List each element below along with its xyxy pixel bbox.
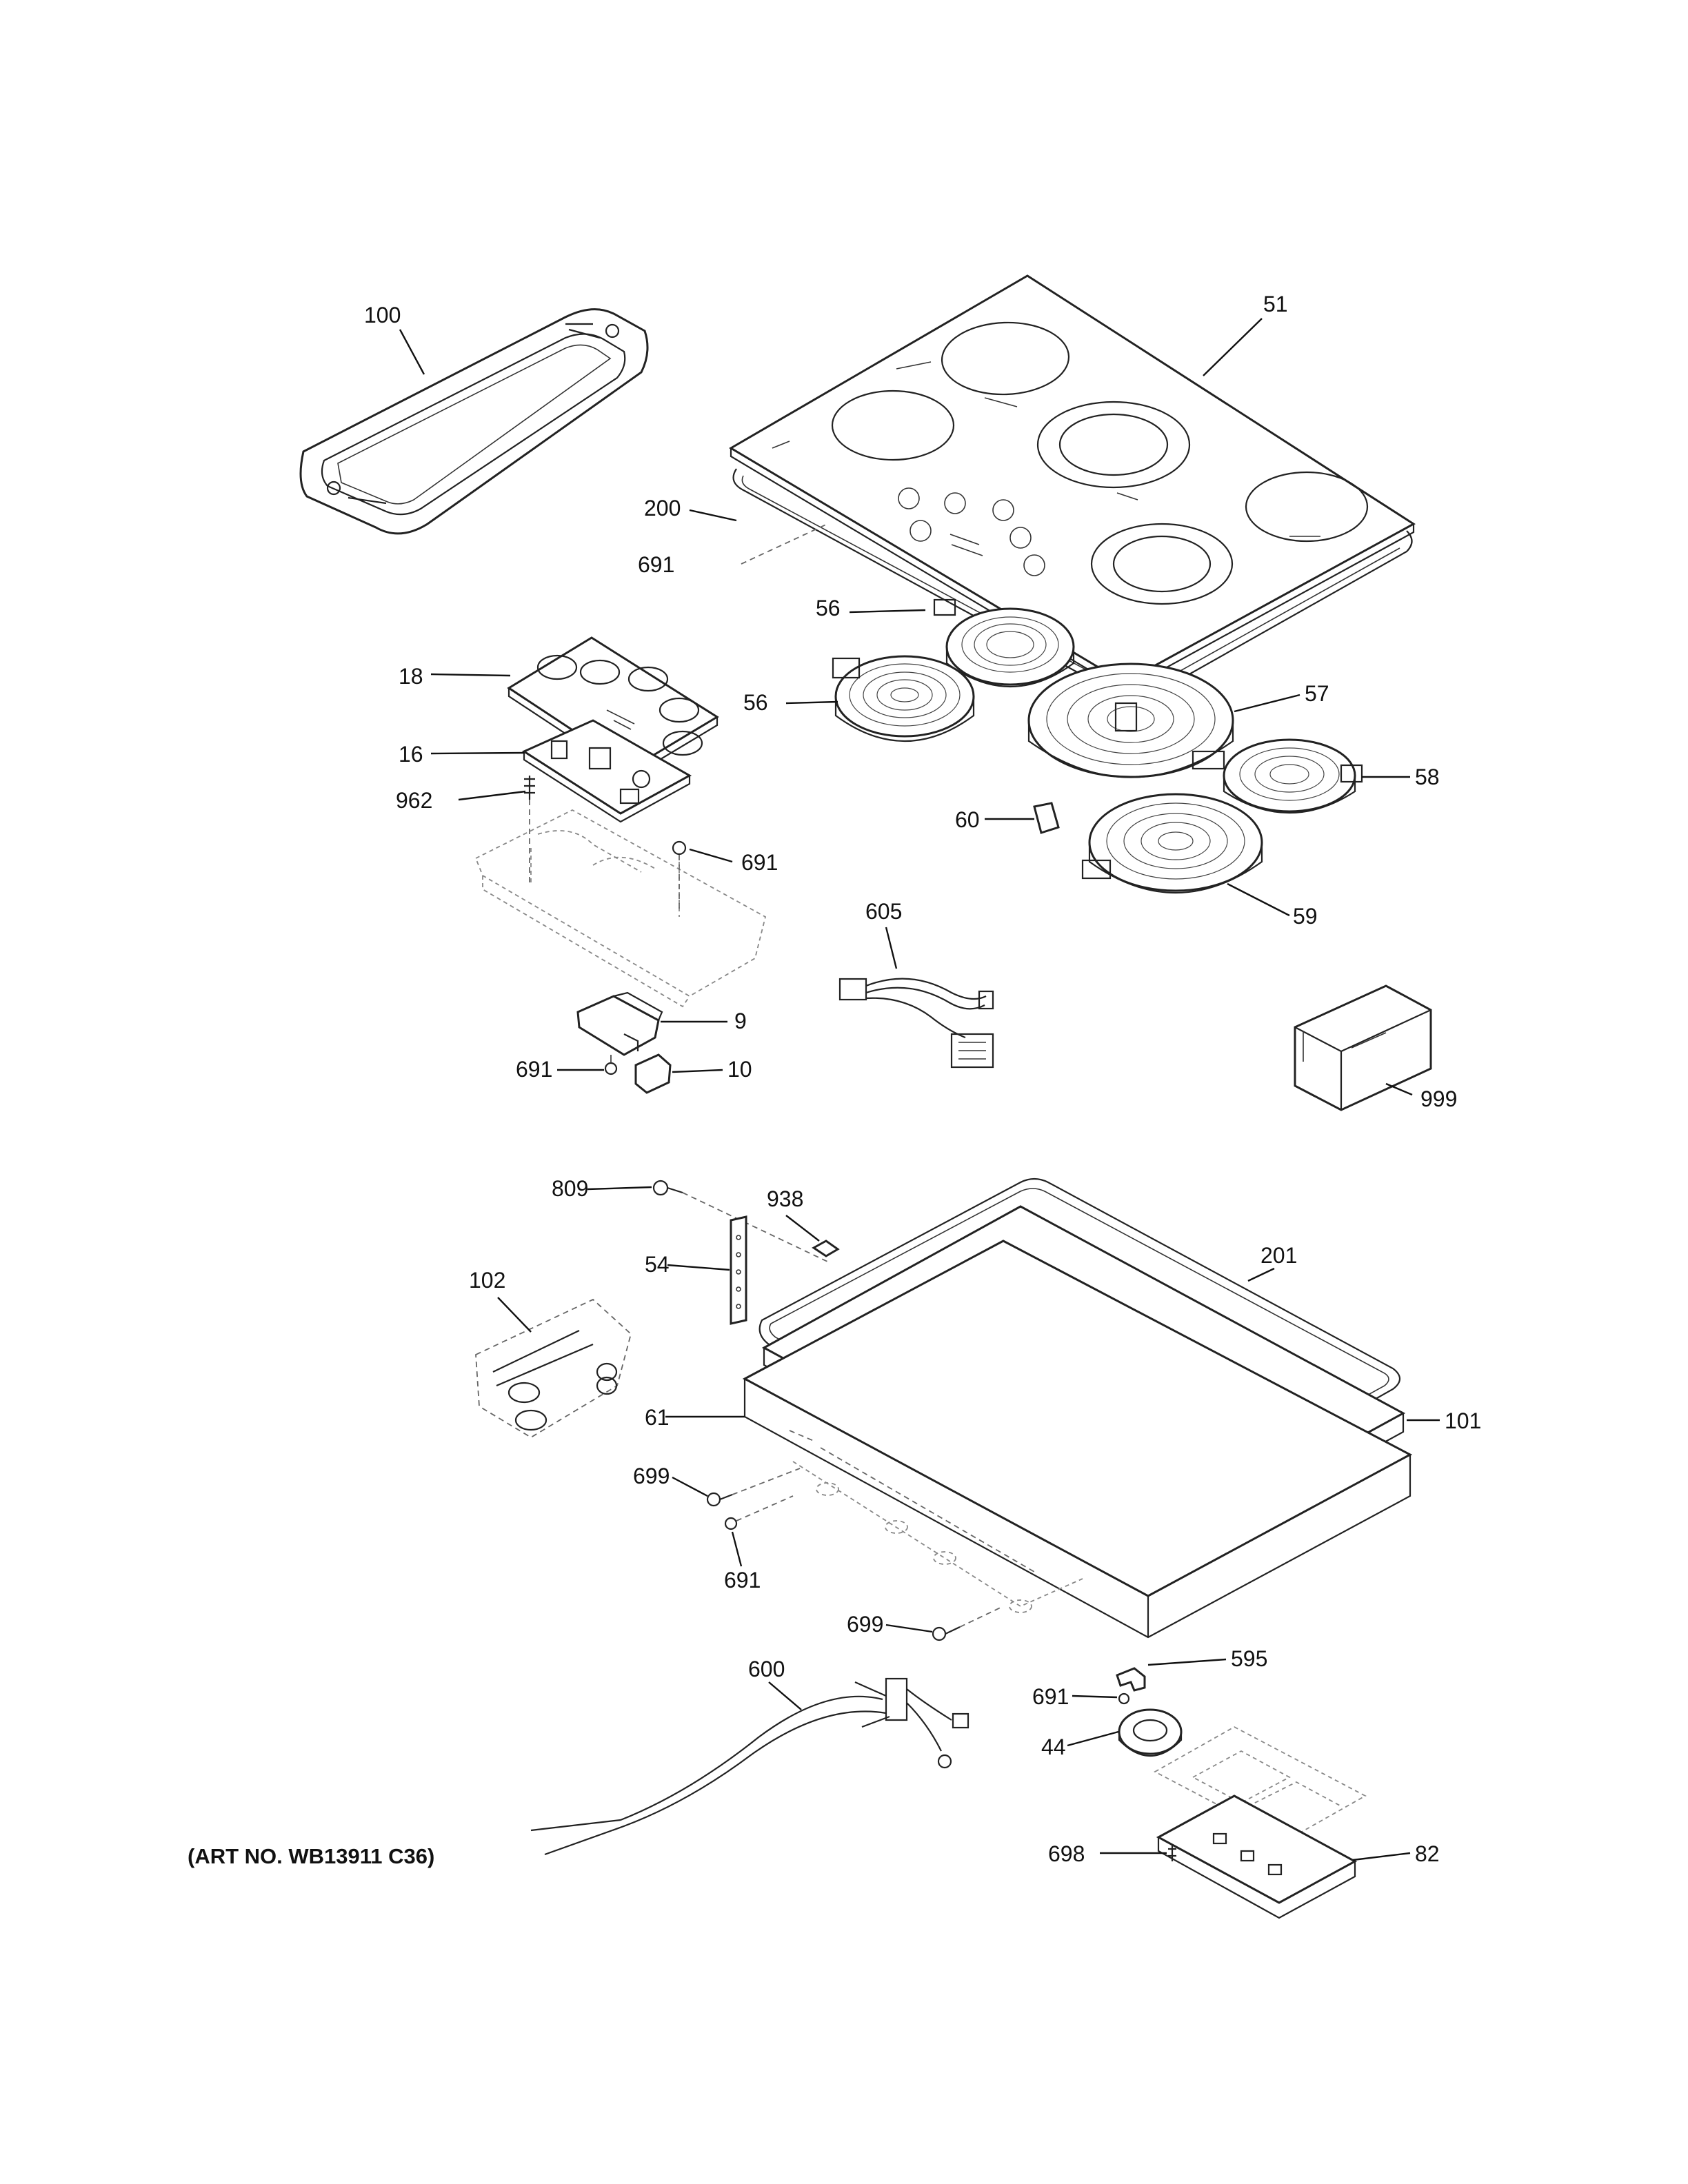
component-part-10	[634, 1053, 672, 1094]
label-51: 51	[1263, 292, 1288, 316]
bracket-part-595	[1116, 1667, 1146, 1692]
label-699-a: 699	[633, 1464, 670, 1488]
dual-radiant-element-part-57	[1027, 663, 1234, 778]
label-60: 60	[955, 807, 980, 832]
label-605: 605	[865, 899, 902, 924]
label-56-a: 56	[816, 596, 841, 620]
control-board-part-18	[507, 636, 719, 778]
screw-part-691-board	[672, 840, 687, 910]
screw-part-691-bracket	[604, 1055, 618, 1075]
screw-part-691-bracket-595	[1118, 1692, 1130, 1705]
label-100: 100	[364, 303, 401, 327]
clip-part-938	[812, 1240, 840, 1257]
label-18: 18	[399, 664, 423, 689]
label-691-c: 691	[516, 1057, 552, 1082]
label-9: 9	[734, 1009, 747, 1033]
grommet-part-44	[1118, 1708, 1183, 1757]
chassis-part-61	[742, 1240, 1413, 1639]
screw-part-809	[652, 1180, 828, 1262]
label-600: 600	[748, 1657, 785, 1681]
label-691-e: 691	[1032, 1684, 1069, 1709]
screw-part-691-chassis	[724, 1495, 794, 1530]
label-691-b: 691	[741, 850, 778, 875]
label-16: 16	[399, 742, 423, 767]
small-radiant-element-part-58	[1223, 738, 1363, 813]
label-57: 57	[1305, 681, 1329, 706]
label-59: 59	[1293, 904, 1318, 929]
label-102: 102	[469, 1268, 505, 1293]
part-number-labels: 100 51 200 691 56 18 56 57 16 58 962 60 …	[188, 292, 1481, 1868]
label-809: 809	[552, 1176, 588, 1201]
label-200: 200	[644, 496, 681, 520]
power-cord-part-600	[530, 1677, 969, 1856]
screw-part-699-bottom	[932, 1606, 1004, 1641]
radiant-element-part-56-lower	[832, 655, 975, 742]
label-201: 201	[1260, 1243, 1297, 1268]
power-board-part-16	[521, 719, 692, 823]
label-962: 962	[396, 788, 432, 813]
label-595: 595	[1231, 1646, 1267, 1671]
label-999: 999	[1420, 1086, 1457, 1111]
clip-part-60	[1033, 802, 1060, 834]
label-56-b: 56	[743, 690, 768, 715]
box-part-999	[1294, 984, 1432, 1111]
griddle-part-100	[299, 308, 649, 535]
art-number: (ART NO. WB13911 C36)	[188, 1844, 434, 1868]
label-44: 44	[1041, 1735, 1066, 1759]
screw-part-698	[1168, 1844, 1176, 1861]
gasket-part-201	[758, 1177, 1401, 1532]
wiring-kit-part-102	[475, 1298, 632, 1439]
cooktop-glass-part-51	[729, 274, 1416, 692]
screw-part-699-chassis	[706, 1468, 801, 1507]
strip-part-54	[730, 1215, 747, 1325]
label-82: 82	[1415, 1841, 1440, 1866]
large-radiant-element-part-59	[1081, 793, 1263, 893]
label-54: 54	[645, 1252, 670, 1277]
radiant-element-part-56-upper	[933, 598, 1075, 687]
label-938: 938	[767, 1186, 803, 1211]
label-58: 58	[1415, 765, 1440, 789]
board-part-82	[1154, 1726, 1367, 1919]
label-699-b: 699	[847, 1612, 883, 1637]
label-61: 61	[645, 1405, 670, 1430]
label-691-a: 691	[638, 552, 674, 577]
control-frame-ghost	[474, 809, 767, 1008]
label-101: 101	[1445, 1408, 1481, 1433]
screw-part-962	[524, 776, 535, 882]
label-698: 698	[1048, 1841, 1085, 1866]
label-10: 10	[727, 1057, 752, 1082]
leader-lines	[399, 318, 1440, 1861]
bracket-part-9	[576, 991, 663, 1056]
label-691-d: 691	[724, 1568, 761, 1593]
wire-harness-part-605	[838, 978, 994, 1069]
